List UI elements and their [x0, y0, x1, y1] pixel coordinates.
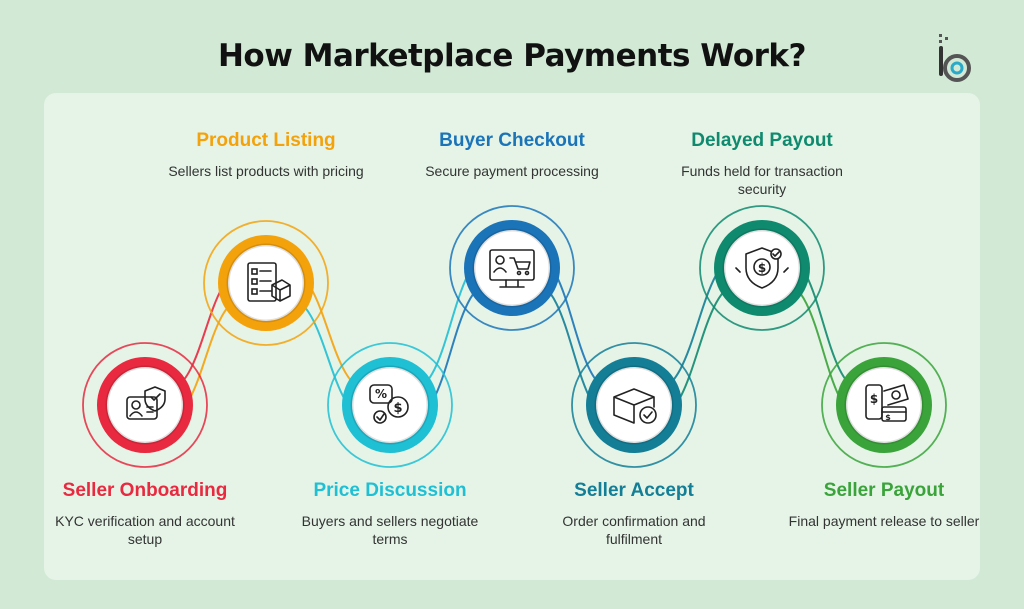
step-nodes: %$$$$: [82, 205, 947, 468]
step-title-6: Delayed Payout: [691, 130, 833, 151]
icon-disc: [724, 230, 800, 306]
step-title-4: Buyer Checkout: [439, 130, 585, 151]
shield-dollar-icon: $: [735, 247, 789, 289]
outer-ring: [449, 205, 575, 331]
step-title-3: Price Discussion: [313, 480, 467, 501]
step-node-5: [571, 342, 697, 468]
step-node-3: %$: [327, 342, 453, 468]
outer-ring: [82, 342, 208, 468]
outer-ring: [327, 342, 453, 468]
icon-disc: [107, 367, 183, 443]
step-node-7: $$: [821, 342, 947, 468]
step-node-6: $: [699, 205, 825, 331]
svg-text:%: %: [375, 387, 387, 401]
icon-disc: [228, 245, 304, 321]
step-node-4: [449, 205, 575, 331]
step-description-7: Final payment release to seller: [788, 513, 980, 529]
checklist-box-icon: [247, 262, 291, 302]
step-node-1: [82, 342, 208, 468]
outer-ring: [821, 342, 947, 468]
step-node-2: [203, 220, 329, 346]
step-title-7: Seller Payout: [823, 480, 945, 501]
svg-text:$: $: [870, 392, 878, 406]
monitor-cart-icon: [489, 249, 535, 288]
step-description-1: KYC verification and account setup: [55, 513, 235, 547]
step-description-5: Order confirmation and fulfilment: [562, 513, 706, 547]
icon-disc: [474, 230, 550, 306]
svg-text:$: $: [758, 261, 766, 275]
brand-logo: [939, 34, 971, 82]
step-description-4: Secure payment processing: [425, 163, 599, 179]
box-check-icon: [613, 388, 657, 424]
step-description-6: Funds held for transaction security: [681, 163, 843, 197]
price-chat-icon: %$: [369, 384, 409, 424]
step-title-5: Seller Accept: [574, 480, 694, 501]
page-title: How Marketplace Payments Work?: [217, 38, 807, 74]
svg-text:$: $: [885, 413, 891, 422]
svg-text:$: $: [393, 401, 402, 416]
step-title-1: Seller Onboarding: [62, 480, 228, 501]
step-description-2: Sellers list products with pricing: [168, 163, 364, 179]
id-card-shield-icon: [126, 386, 166, 420]
step-title-2: Product Listing: [196, 130, 336, 151]
outer-ring: [699, 205, 825, 331]
outer-ring: [571, 342, 697, 468]
mobile-cash-icon: $$: [865, 384, 909, 422]
outer-ring: [203, 220, 329, 346]
process-panel: [44, 93, 980, 580]
step-description-3: Buyers and sellers negotiate terms: [301, 513, 479, 547]
